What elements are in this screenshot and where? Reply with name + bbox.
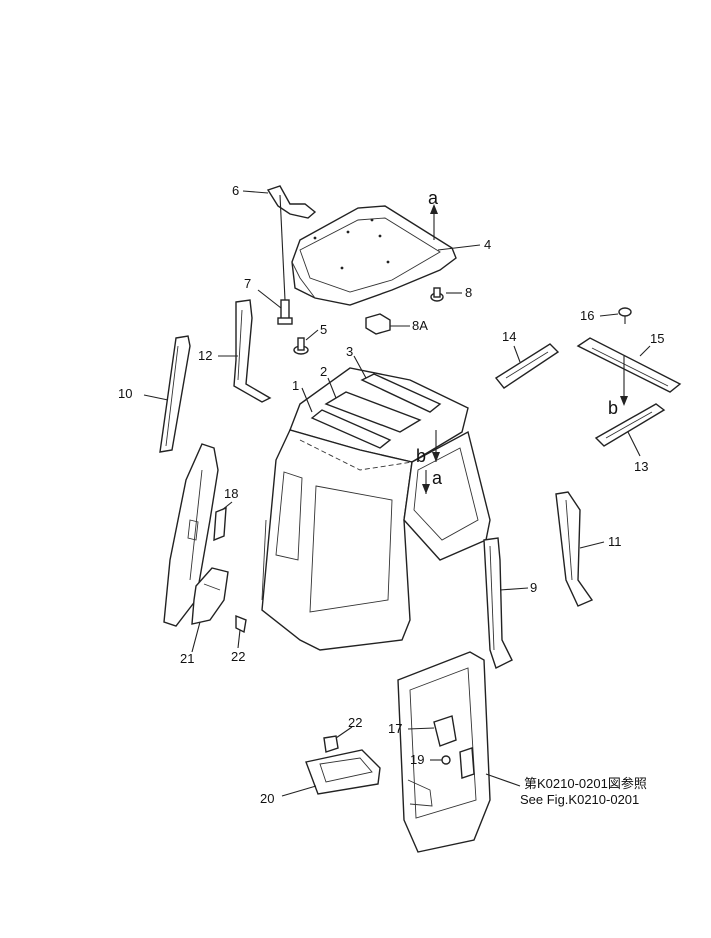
pillar-trim-12 <box>233 299 272 403</box>
clip-22-lower <box>323 735 339 753</box>
label-16: 16 <box>580 308 594 323</box>
label-15: 15 <box>650 331 664 346</box>
door-panel <box>397 651 491 853</box>
arrow-label-a-mid: a <box>432 468 443 488</box>
label-8a: 8A <box>412 318 428 333</box>
arrow-label-b-mid: b <box>416 446 426 466</box>
bolt-7 <box>277 299 293 325</box>
label-13: 13 <box>634 459 648 474</box>
cab-frame <box>261 367 491 651</box>
pocket-right <box>459 747 475 779</box>
label-5: 5 <box>320 322 327 337</box>
reference-jp: 第K0210-0201図参照 <box>524 776 647 791</box>
label-6: 6 <box>232 183 239 198</box>
label-2: 2 <box>320 364 327 379</box>
label-9: 9 <box>530 580 537 595</box>
clip-19 <box>441 755 451 765</box>
label-1: 1 <box>292 378 299 393</box>
arrow-b-right <box>620 356 628 406</box>
label-14: 14 <box>502 329 516 344</box>
label-12: 12 <box>198 348 212 363</box>
pillar-trim-11 <box>555 491 594 607</box>
reference-en: See Fig.K0210-0201 <box>520 792 639 807</box>
label-3: 3 <box>346 344 353 359</box>
reference-note: 第K0210-0201図参照 See Fig.K0210-0201 <box>520 776 647 807</box>
door-trim-left <box>163 443 219 627</box>
arrow-a-top <box>430 204 438 240</box>
roof-handle <box>266 185 317 219</box>
bolt-5 <box>293 337 309 355</box>
label-10: 10 <box>118 386 132 401</box>
arrow-letters: a b a b <box>416 188 618 488</box>
label-18: 18 <box>224 486 238 501</box>
rail-13 <box>594 403 666 447</box>
part-labels: 6 4 7 8 5 8A 14 16 15 12 3 2 1 10 13 18 … <box>118 183 664 806</box>
cover-21 <box>191 567 229 625</box>
label-22-left: 22 <box>231 649 245 664</box>
clip-22-left <box>235 614 247 634</box>
handle-17 <box>433 715 457 747</box>
label-17: 17 <box>388 721 402 736</box>
label-19: 19 <box>410 752 424 767</box>
label-8: 8 <box>465 285 472 300</box>
rail-15 <box>576 337 682 393</box>
label-21: 21 <box>180 651 194 666</box>
arrow-b-a-mid <box>422 430 440 494</box>
arrow-label-b-right: b <box>608 398 618 418</box>
arrow-label-a-top: a <box>428 188 439 208</box>
handle-18 <box>213 506 227 542</box>
label-4: 4 <box>484 237 491 252</box>
label-20: 20 <box>260 791 274 806</box>
roof-panel <box>291 205 457 306</box>
pillar-trim-10 <box>159 335 191 453</box>
label-22-lower: 22 <box>348 715 362 730</box>
screw-16 <box>618 307 632 324</box>
cover-20 <box>305 749 381 795</box>
rail-14 <box>494 343 560 389</box>
pillar-trim-9 <box>483 537 513 669</box>
block-8a <box>365 313 391 335</box>
leader-lines <box>143 190 651 797</box>
bolt-8 <box>430 287 444 302</box>
label-11: 11 <box>608 534 622 549</box>
label-7: 7 <box>244 276 251 291</box>
